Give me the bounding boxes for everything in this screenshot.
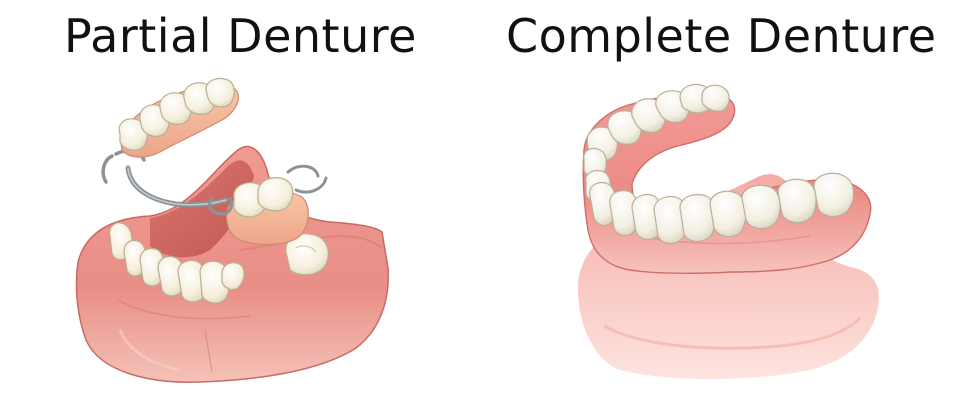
denture-back-teeth: [586, 83, 730, 161]
complete-denture-illustration: [577, 83, 879, 379]
complete-denture-title: Complete Denture: [506, 9, 937, 63]
complete-denture-panel: Complete Denture: [480, 0, 960, 400]
metal-framework: [101, 148, 328, 216]
prosthesis-lower-piece: [226, 177, 309, 246]
lower-front-teeth: [109, 222, 245, 304]
partial-denture-title: Partial Denture: [64, 9, 417, 63]
partial-denture-illustration: [75, 77, 389, 383]
prosthesis-upper-piece: [118, 77, 239, 158]
partial-denture-panel: Partial Denture: [64, 9, 417, 383]
denture-front-teeth: [589, 172, 855, 245]
